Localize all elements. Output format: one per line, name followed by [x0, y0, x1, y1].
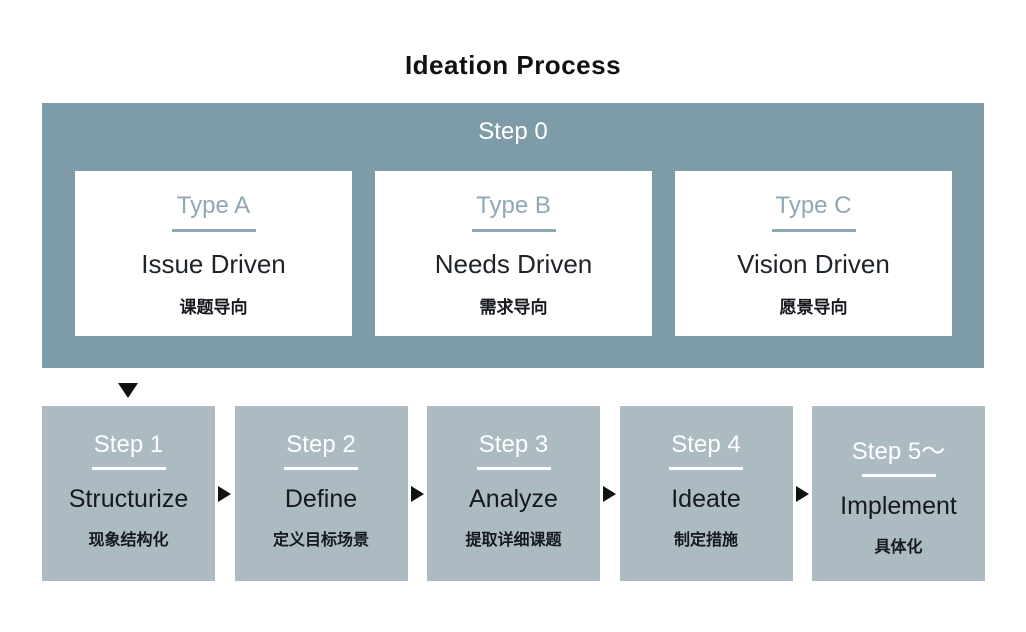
type-a-title: Issue Driven	[141, 249, 286, 279]
page-title: Ideation Process	[404, 50, 622, 80]
type-c-label: Type C	[775, 192, 852, 219]
triangle-right-icon	[603, 485, 617, 502]
step-5-subtitle: 具体化	[874, 539, 923, 556]
type-b-title: Needs Driven	[434, 249, 593, 279]
step-3-title: Analyze	[469, 485, 558, 513]
step-1-card: Step 1 Structurize 现象结构化	[42, 406, 215, 581]
step-4-underline	[669, 467, 743, 470]
step-4-subtitle: 制定措施	[673, 532, 738, 549]
step0-container: Step 0 Type A Issue Driven 课题导向 Type B N…	[42, 103, 984, 368]
step-1-underline	[91, 467, 166, 470]
step-5-card: Step 5～ Implement 具体化	[812, 406, 985, 581]
type-b-card: Type B Needs Driven 需求导向	[375, 171, 652, 336]
step-5-label: Step 5～	[851, 438, 946, 465]
steps-row: Step 1 Structurize 现象结构化 Step 2 Define 定…	[42, 406, 985, 581]
step-5-title: Implement	[840, 492, 957, 520]
step-5-underline	[861, 474, 936, 477]
type-c-title: Vision Driven	[737, 249, 890, 279]
triangle-right-icon	[795, 485, 809, 502]
type-a-card: Type A Issue Driven 课题导向	[75, 171, 352, 336]
type-cards-row: Type A Issue Driven 课题导向 Type B Needs Dr…	[75, 171, 952, 336]
type-b-underline	[471, 229, 556, 232]
step-1-subtitle: 现象结构化	[88, 532, 169, 549]
step-1-label: Step 1	[93, 431, 164, 458]
step-4-label: Step 4	[671, 431, 741, 458]
triangle-right-icon	[218, 485, 232, 502]
type-a-label: Type A	[176, 192, 251, 219]
type-c-card: Type C Vision Driven 愿景导向	[675, 171, 952, 336]
step0-label: Step 0	[478, 118, 548, 145]
type-b-subtitle: 需求导向	[479, 298, 548, 317]
step-2-card: Step 2 Define 定义目标场景	[234, 406, 408, 581]
type-c-underline	[771, 229, 856, 232]
step-4-card: Step 4 Ideate 制定措施	[619, 406, 793, 581]
triangle-right-icon	[410, 485, 424, 502]
step-2-underline	[284, 467, 358, 470]
step-3-card: Step 3 Analyze 提取详细课题	[427, 406, 600, 581]
step-2-subtitle: 定义目标场景	[272, 532, 369, 549]
step-1-title: Structurize	[68, 485, 189, 513]
step-3-label: Step 3	[478, 431, 549, 458]
step-3-subtitle: 提取详细课题	[465, 532, 562, 549]
step-4-title: Ideate	[671, 485, 741, 513]
step-2-title: Define	[284, 485, 358, 513]
type-a-subtitle: 课题导向	[179, 298, 248, 317]
step-2-label: Step 2	[286, 431, 356, 458]
step-3-underline	[476, 467, 551, 470]
type-a-underline	[171, 229, 256, 232]
triangle-down-icon	[118, 383, 138, 398]
type-c-subtitle: 愿景导向	[779, 298, 848, 317]
type-b-label: Type B	[476, 192, 551, 219]
